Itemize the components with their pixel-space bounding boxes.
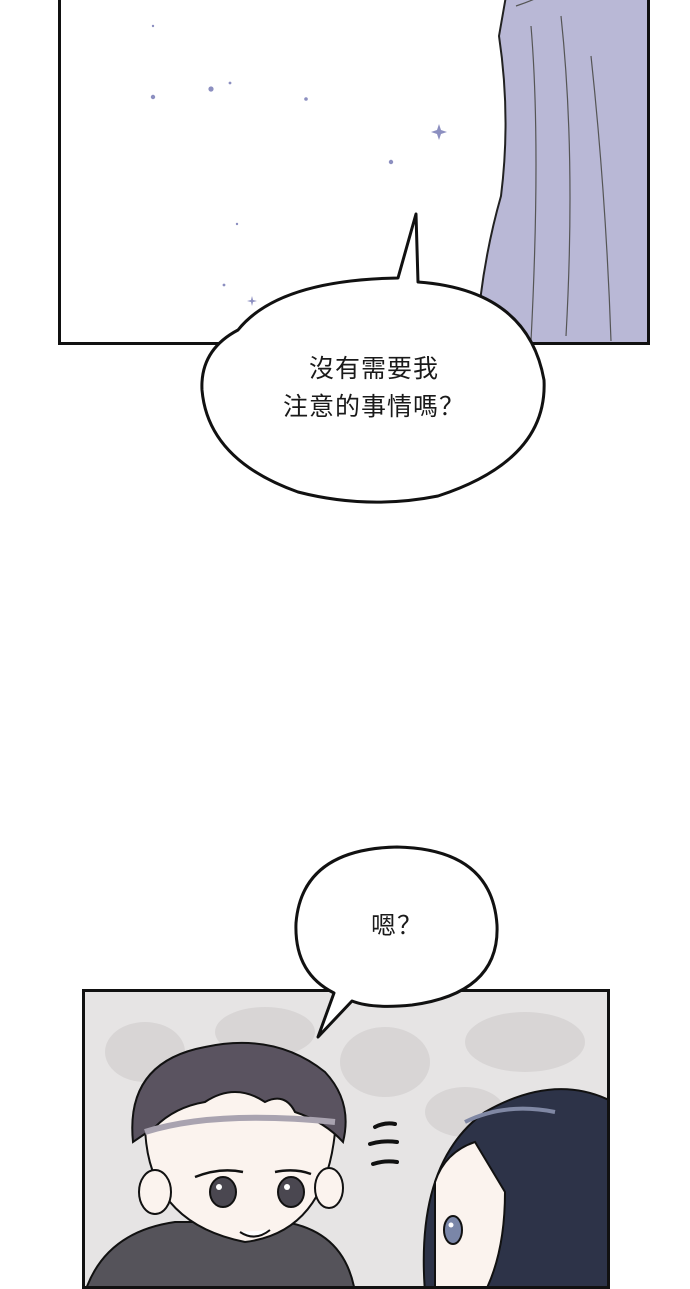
speech-bubble-2: 嗯？	[292, 843, 502, 1043]
bubble-1-shape	[200, 212, 546, 504]
night-scene-art	[150, 0, 647, 342]
speech-bubble-1: 沒有需要我 注意的事情嗎？	[198, 210, 550, 505]
bubble-2-shape	[294, 845, 499, 1039]
bubble-1-line-1: 沒有需要我	[308, 354, 439, 383]
motion-lines-icon	[368, 1121, 399, 1166]
bottom-comic-panel	[82, 989, 610, 1289]
characters-art	[86, 1007, 607, 1286]
bubble-1-line-2: 注意的事情嗎？	[282, 392, 465, 421]
bubble-2-text: 嗯？	[370, 911, 423, 940]
sparkle-icon	[150, 24, 447, 306]
